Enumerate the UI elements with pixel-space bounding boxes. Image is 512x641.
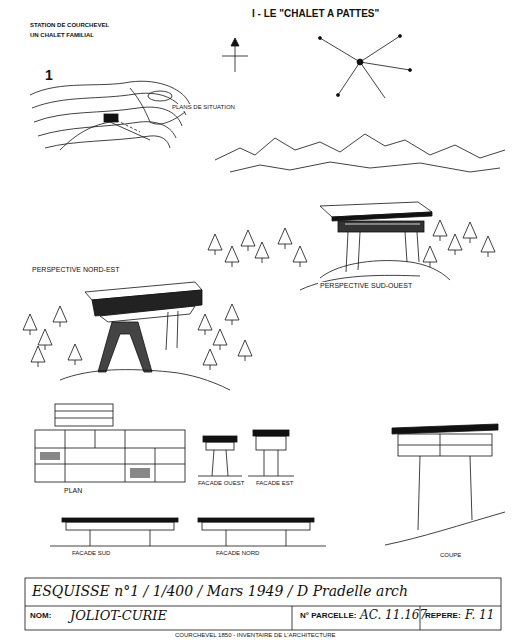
location-sketch xyxy=(319,35,412,99)
fir-trees xyxy=(23,220,495,370)
fir-tree xyxy=(255,242,269,263)
sheet-label: FACADE NORD xyxy=(214,550,261,557)
fir-tree xyxy=(23,314,37,335)
sheet-label: FACADE SUD xyxy=(70,550,112,557)
fir-tree xyxy=(278,228,292,249)
fir-tree xyxy=(225,246,239,267)
sheet-label: PLANS DE SITUATION xyxy=(170,104,237,111)
sheet-label: I - LE "CHALET A PATTES" xyxy=(250,8,381,19)
sheet-label: FACADE OUEST xyxy=(196,480,246,487)
fir-tree xyxy=(198,314,212,335)
fir-tree xyxy=(241,230,255,251)
north-arrow xyxy=(222,38,248,72)
site-map xyxy=(30,81,190,150)
sheet-label: REPERE: xyxy=(425,612,461,621)
fir-tree xyxy=(31,346,45,367)
sheet-label: JOLIOT-CURIE xyxy=(70,609,167,623)
sheet-label: F. 11 xyxy=(465,609,494,622)
floor-plan xyxy=(35,404,185,482)
fir-tree xyxy=(293,246,307,267)
sheet-label: PLAN xyxy=(62,487,84,495)
sheet-label: UN CHALET FAMILIAL xyxy=(30,32,94,39)
fir-tree xyxy=(38,329,52,350)
sheet-label: COUPE xyxy=(438,552,463,559)
fir-tree xyxy=(213,329,227,350)
sheet-label: PERSPECTIVE SUD-OUEST xyxy=(318,282,414,290)
sheet-label: NOM: xyxy=(30,612,51,621)
fir-tree xyxy=(225,304,239,325)
sheet-label: PERSPECTIVE NORD-EST xyxy=(30,266,122,274)
fir-tree xyxy=(463,222,477,243)
title-block xyxy=(25,578,501,630)
sheet-label: COURCHEVEL 1850 - INVENTAIRE DE L'ARCHIT… xyxy=(175,632,336,639)
sheet-label: N° PARCELLE: xyxy=(300,612,356,621)
elevation xyxy=(198,430,294,476)
mountain-skyline xyxy=(230,162,500,172)
fir-tree xyxy=(68,344,82,365)
fir-tree xyxy=(208,234,222,255)
sheet-label: AC. 11.167 xyxy=(360,609,427,622)
chalet-perspective xyxy=(300,202,450,290)
chalet-perspective xyxy=(60,282,230,390)
mountain-skyline xyxy=(215,134,505,160)
sheet-label: ESQUISSE n°1 / 1/400 / Mars 1949 / D Pra… xyxy=(32,584,408,599)
fir-tree xyxy=(448,234,462,255)
section xyxy=(385,424,505,545)
fir-tree xyxy=(203,349,217,370)
fir-tree xyxy=(423,246,437,267)
fir-tree xyxy=(238,340,252,361)
fir-tree xyxy=(53,306,67,327)
fir-tree xyxy=(433,220,447,241)
elevation xyxy=(50,518,326,546)
sheet-label: FACADE EST xyxy=(254,480,295,487)
sheet-label: STATION DE COURCHEVEL xyxy=(30,22,109,29)
fir-tree xyxy=(481,236,495,257)
sheet-label: 1 xyxy=(45,68,53,83)
